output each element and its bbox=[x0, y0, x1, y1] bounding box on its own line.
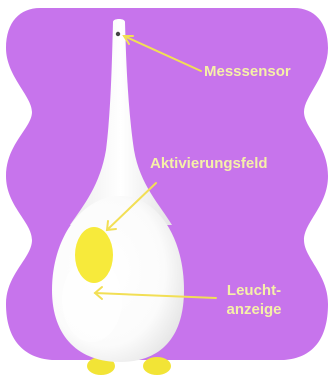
label-indicator-line1: Leucht- bbox=[218, 281, 290, 300]
activation-field bbox=[75, 227, 113, 283]
sensor-tip-icon bbox=[116, 32, 120, 36]
label-activation-field: Aktivierungsfeld bbox=[150, 154, 268, 173]
label-indicator: Leucht- anzeige bbox=[218, 281, 290, 319]
right-foot bbox=[143, 357, 171, 375]
label-indicator-line2: anzeige bbox=[218, 300, 290, 319]
label-sensor: Messsensor bbox=[204, 62, 291, 81]
